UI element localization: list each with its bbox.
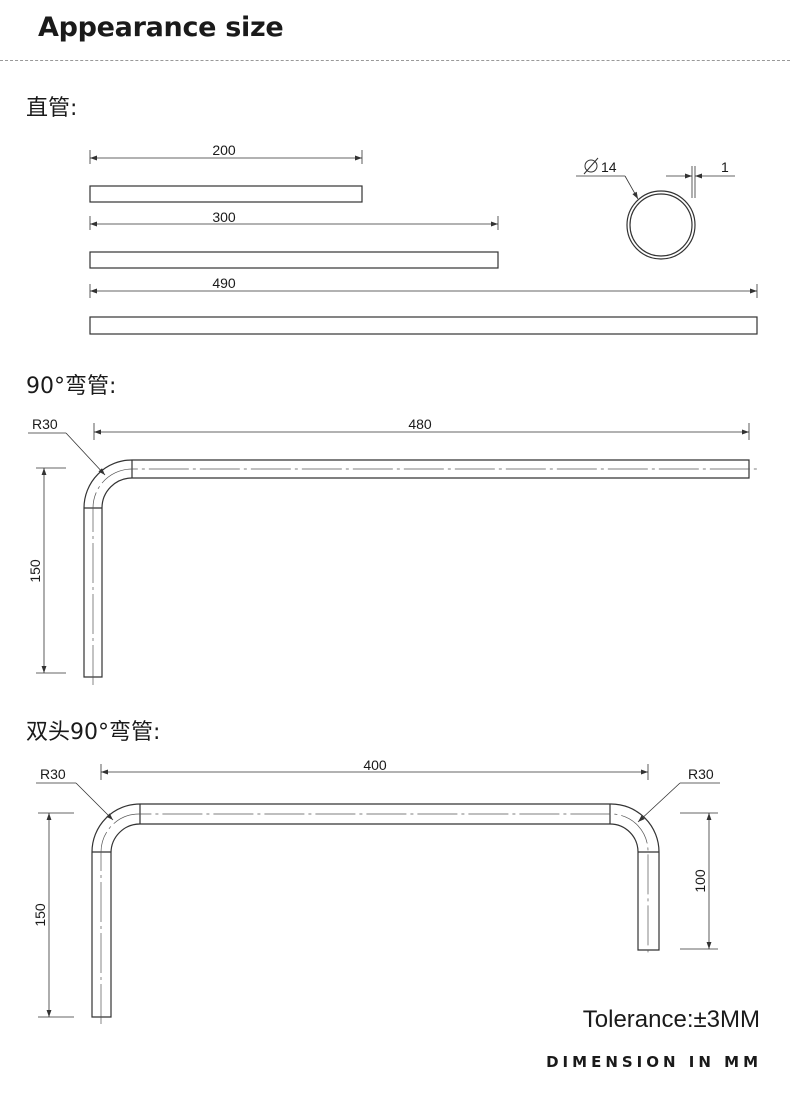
wall-thickness-value: 1 [721,159,729,175]
bend90-radius-label: R30 [32,416,58,432]
straight-tube-heading: 直管: [26,96,78,121]
tolerance-note: Tolerance:±3MM [582,1006,760,1033]
dimension-label-300: 300 [212,209,236,225]
double-bend-height-left: 150 [32,903,48,927]
straight-tube-490: 490 [89,275,758,335]
dimension-unit-note: DIMENSION IN MM [546,1053,762,1071]
double-bend90-heading: 双头90°弯管: [26,720,161,745]
tube-cross-section: 14 1 [576,157,735,260]
bend90-length-label: 480 [408,416,432,432]
straight-tube-200: 200 [89,142,363,203]
bend90-heading: 90°弯管: [26,374,117,399]
double-bend-height-right: 100 [692,869,708,893]
bend90-drawing: 480 R30 150 [27,416,758,685]
page-title: Appearance size [38,12,284,43]
diameter-icon [584,159,598,173]
double-bend-radius-left: R30 [40,766,66,782]
diameter-value: 14 [601,159,617,175]
dimension-label-200: 200 [212,142,236,158]
dimension-label-490: 490 [212,275,236,291]
straight-tube-300: 300 [89,209,499,269]
title-divider [0,60,790,61]
double-bend-length-label: 400 [363,757,387,773]
double-bend-radius-right: R30 [688,766,714,782]
double-bend90-drawing: 400 R30 R30 150 100 [32,757,720,1024]
bend90-height-label: 150 [27,559,43,583]
